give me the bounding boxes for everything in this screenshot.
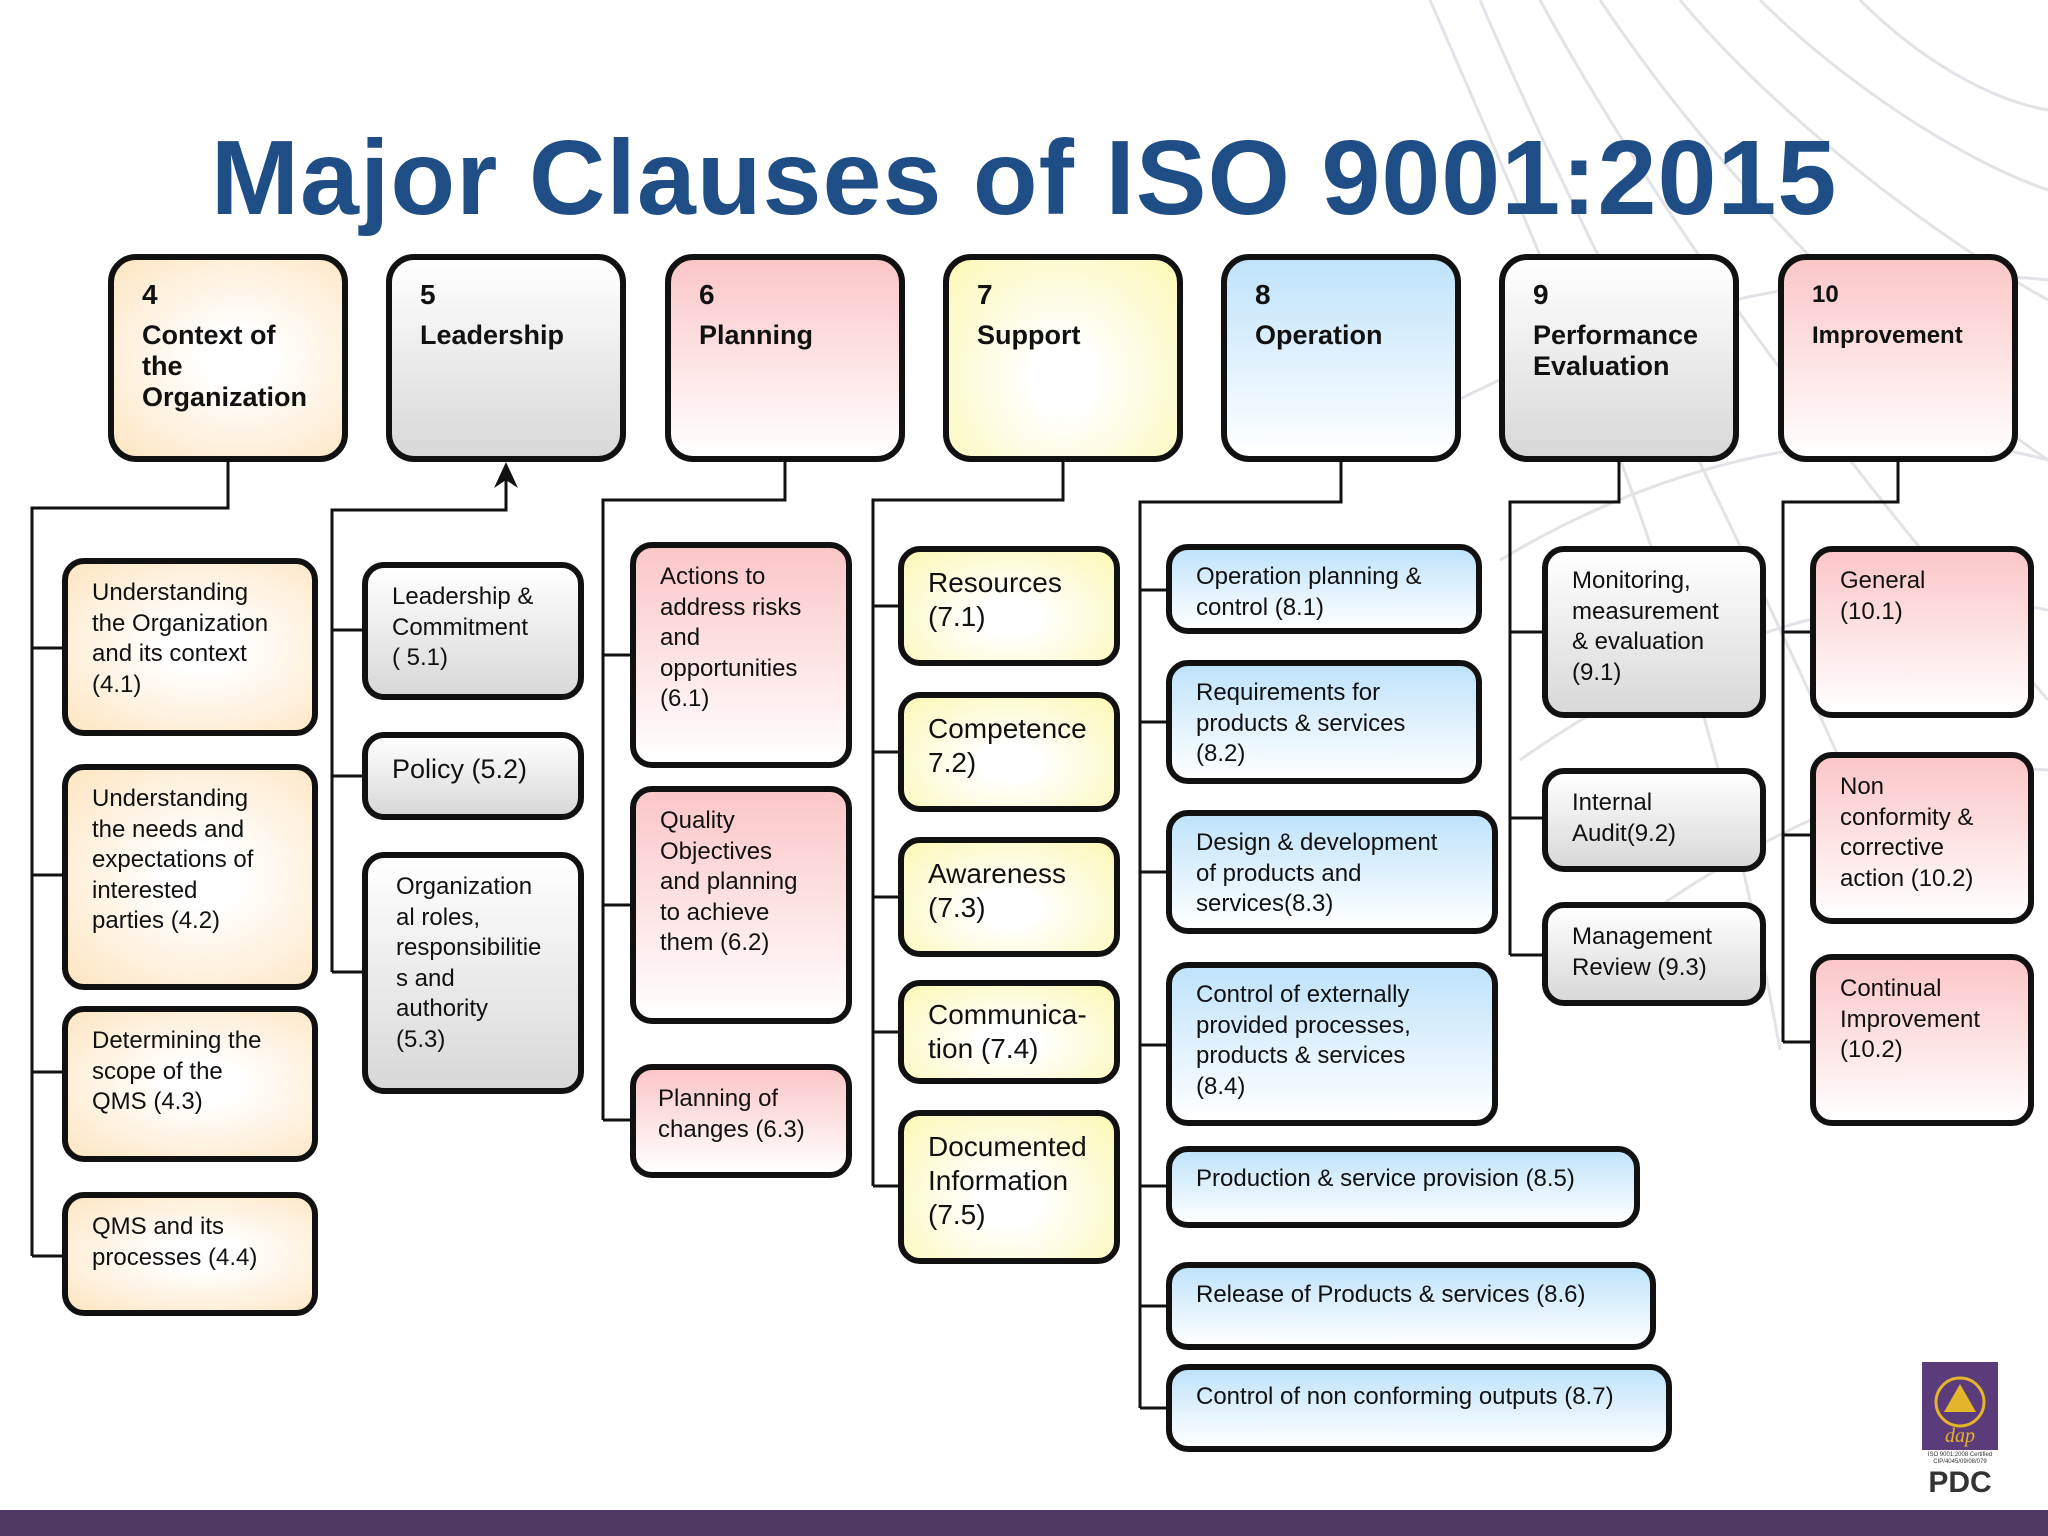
subclause-8-3: Design & development of products and ser… bbox=[1166, 810, 1498, 934]
clause-number: 4 bbox=[142, 279, 158, 310]
subclause-text: Control of non conforming outputs (8.7) bbox=[1196, 1383, 1614, 1410]
subclause-8-4: Control of externally provided processes… bbox=[1166, 962, 1498, 1126]
subclause-4-2: Understanding the needs and expectations… bbox=[62, 764, 318, 990]
subclause-text: Policy (5.2) bbox=[392, 754, 528, 784]
subclause-8-7: Control of non conforming outputs (8.7) bbox=[1166, 1364, 1672, 1452]
svg-text:dap: dap bbox=[1945, 1425, 1975, 1447]
subclause-text: Requirements for products & services (8.… bbox=[1196, 679, 1406, 767]
clause-title: Performance Evaluation bbox=[1533, 320, 1699, 381]
subclause-6-2: Quality Objectives and planning to achie… bbox=[630, 786, 852, 1024]
subclause-text: Management Review (9.3) bbox=[1572, 923, 1713, 981]
subclause-9-2: Internal Audit(9.2) bbox=[1542, 768, 1766, 872]
subclause-7-4: Communica- tion (7.4) bbox=[898, 980, 1120, 1084]
logo-certification-line: ISO 9001:2008 Certified bbox=[1927, 1452, 1993, 1458]
subclause-8-2: Requirements for products & services (8.… bbox=[1166, 660, 1482, 784]
subclause-4-3: Determining the scope of the QMS (4.3) bbox=[62, 1006, 318, 1162]
subclause-8-5: Production & service provision (8.5) bbox=[1166, 1146, 1640, 1228]
subclause-text: Resources (7.1) bbox=[928, 567, 1062, 632]
clause-box-9: 9 Performance Evaluation bbox=[1499, 254, 1739, 462]
subclause-text: Continual Improvement (10.2) bbox=[1840, 975, 1981, 1063]
clause-box-10: 10 Improvement bbox=[1778, 254, 2018, 462]
pdc-logo: dap ISO 9001:2008 Certified CIP/4045/09/… bbox=[1918, 1362, 2002, 1500]
subclause-text: Internal Audit(9.2) bbox=[1572, 789, 1677, 847]
subclause-9-3: Management Review (9.3) bbox=[1542, 902, 1766, 1006]
footer-bar bbox=[0, 1510, 2048, 1536]
clause-number: 6 bbox=[699, 279, 715, 310]
clause-title: Operation bbox=[1255, 320, 1383, 350]
subclause-text: Quality Objectives and planning to achie… bbox=[660, 807, 798, 956]
clause-number: 7 bbox=[977, 279, 993, 310]
subclause-text: Leadership & Commitment ( 5.1) bbox=[392, 583, 534, 671]
subclause-text: Documented Information (7.5) bbox=[928, 1131, 1087, 1230]
clause-number: 10 bbox=[1812, 281, 1839, 308]
subclause-text: QMS and its processes (4.4) bbox=[92, 1213, 258, 1271]
subclause-text: Competence 7.2) bbox=[928, 713, 1087, 778]
clause-title: Planning bbox=[699, 320, 813, 350]
subclause-7-2: Competence 7.2) bbox=[898, 692, 1120, 812]
subclause-text: Determining the scope of the QMS (4.3) bbox=[92, 1027, 262, 1115]
subclause-8-6: Release of Products & services (8.6) bbox=[1166, 1262, 1656, 1350]
dap-emblem-icon: dap bbox=[1922, 1362, 1998, 1450]
subclause-10-1: General (10.1) bbox=[1810, 546, 2034, 718]
clause-box-8: 8 Operation bbox=[1221, 254, 1461, 462]
subclause-5-2: Policy (5.2) bbox=[362, 732, 584, 820]
clause-box-7: 7 Support bbox=[943, 254, 1183, 462]
clause-title: Improvement bbox=[1812, 322, 1963, 349]
subclause-6-1: Actions to address risks and opportuniti… bbox=[630, 542, 852, 768]
subclause-text: Planning of changes (6.3) bbox=[658, 1085, 805, 1143]
clause-number: 5 bbox=[420, 279, 436, 310]
clause-title: Leadership bbox=[420, 320, 565, 350]
subclause-6-3: Planning of changes (6.3) bbox=[630, 1064, 852, 1178]
clause-box-4: 4 Context of the Organization bbox=[108, 254, 348, 462]
subclause-7-5: Documented Information (7.5) bbox=[898, 1110, 1120, 1264]
subclause-text: Communica- tion (7.4) bbox=[928, 999, 1087, 1064]
subclause-text: Release of Products & services (8.6) bbox=[1196, 1281, 1586, 1308]
clause-title: Support bbox=[977, 320, 1081, 350]
clause-box-6: 6 Planning bbox=[665, 254, 905, 462]
clause-box-5: 5 Leadership bbox=[386, 254, 626, 462]
subclause-4-1: Understanding the Organization and its c… bbox=[62, 558, 318, 736]
subclause-text: Actions to address risks and opportuniti… bbox=[660, 563, 802, 712]
subclause-text: General (10.1) bbox=[1840, 567, 1926, 625]
subclause-8-1: Operation planning & control (8.1) bbox=[1166, 544, 1482, 634]
arrow-up-icon bbox=[494, 462, 518, 488]
subclause-5-3: Organization al roles, responsibilitie s… bbox=[362, 852, 584, 1094]
subclause-text: Non conformity & corrective action (10.2… bbox=[1840, 773, 1974, 892]
subclause-9-1: Monitoring, measurement & evaluation (9.… bbox=[1542, 546, 1766, 718]
subclause-text: Organization al roles, responsibilitie s… bbox=[396, 873, 542, 1053]
subclause-text: Control of externally provided processes… bbox=[1196, 981, 1411, 1100]
logo-certification-code: CIP/4045/09/08/079 bbox=[1933, 1459, 1987, 1465]
subclause-7-1: Resources (7.1) bbox=[898, 546, 1120, 666]
subclause-4-4: QMS and its processes (4.4) bbox=[62, 1192, 318, 1316]
subclause-7-3: Awareness (7.3) bbox=[898, 837, 1120, 957]
subclause-text: Design & development of products and ser… bbox=[1196, 829, 1438, 917]
clause-number: 8 bbox=[1255, 279, 1271, 310]
subclause-text: Monitoring, measurement & evaluation (9.… bbox=[1572, 567, 1719, 686]
subclause-10-2: Non conformity & corrective action (10.2… bbox=[1810, 752, 2034, 924]
subclause-text: Awareness (7.3) bbox=[928, 858, 1067, 923]
page-title: Major Clauses of ISO 9001:2015 bbox=[210, 119, 1838, 237]
subclause-text: Operation planning & control (8.1) bbox=[1196, 563, 1422, 621]
subclause-text: Understanding the Organization and its c… bbox=[92, 579, 269, 698]
subclause-10-3: Continual Improvement (10.2) bbox=[1810, 954, 2034, 1126]
subclause-text: Understanding the needs and expectations… bbox=[92, 785, 254, 934]
logo-text: PDC bbox=[1928, 1466, 1992, 1499]
subclause-text: Production & service provision (8.5) bbox=[1196, 1165, 1575, 1192]
clause-title: Context of the Organization bbox=[142, 320, 308, 412]
subclause-5-1: Leadership & Commitment ( 5.1) bbox=[362, 562, 584, 700]
clause-number: 9 bbox=[1533, 279, 1549, 310]
